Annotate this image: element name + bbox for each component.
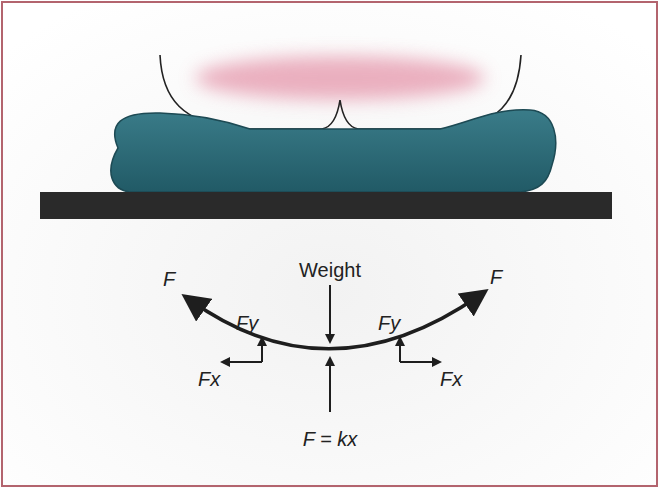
fy-arrow — [399, 340, 401, 362]
component-label: Fx — [198, 368, 220, 390]
buttocks-outline — [160, 55, 521, 129]
component-label: Fy — [378, 312, 400, 334]
force-label: F — [163, 268, 175, 290]
skin-blush — [195, 56, 485, 100]
floor-bar — [40, 192, 612, 219]
cushion — [111, 110, 556, 192]
weight-arrow — [329, 285, 331, 340]
spring-force-arrow — [329, 360, 331, 412]
force-label: F — [490, 266, 502, 288]
component-label: Fx — [440, 368, 462, 390]
fy-arrow — [261, 340, 263, 362]
spring-label: F = kx — [303, 428, 358, 450]
component-label: Fy — [236, 312, 258, 334]
fx-arrow — [224, 361, 262, 363]
fx-arrow — [400, 361, 438, 363]
weight-label: Weight — [299, 259, 361, 281]
tension-curve — [190, 295, 480, 349]
